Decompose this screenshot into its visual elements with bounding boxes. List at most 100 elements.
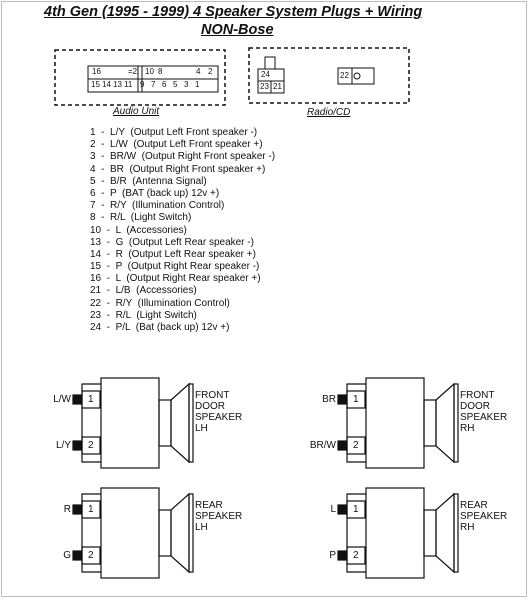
wire-label: P (329, 550, 336, 561)
speaker-cone (170, 382, 190, 464)
pin-label: 13 (113, 80, 122, 89)
connector-housing (346, 493, 366, 573)
page-subtitle: NON-Bose (201, 22, 274, 38)
pin-label: 16 (92, 67, 101, 76)
speaker-rim (188, 383, 194, 463)
speaker-rim (188, 493, 194, 573)
audio-unit-label: Audio Unit (113, 106, 160, 117)
pin-label: 10 (145, 67, 154, 76)
speaker-magnet (158, 509, 172, 557)
wire-label: G (63, 550, 71, 561)
connector-housing (81, 493, 101, 573)
pinout-line: 15 - P (Output Right Rear speaker -) (90, 261, 260, 273)
pinout-line: 3 - BR/W (Output Right Front speaker -) (90, 151, 276, 163)
pinout-legend: 1 - L/Y (Output Left Front speaker -)2 -… (90, 127, 275, 334)
pin-label: 4 (196, 67, 201, 76)
wire-label: R (63, 504, 71, 515)
radio-connector-right (337, 67, 375, 85)
pinout-line: 13 - G (Output Left Rear speaker -) (90, 236, 254, 248)
pin-label: 3 (184, 80, 189, 89)
radio-connector-key (264, 56, 276, 70)
terminal-marker (72, 394, 82, 405)
terminal-marker (72, 504, 82, 515)
audio-unit-outline (54, 49, 226, 106)
pinout-line: 7 - R/Y (Illumination Control) (90, 200, 225, 212)
radio-cd-outline (248, 47, 410, 104)
speaker-body (100, 487, 160, 579)
speaker-rim (453, 493, 459, 573)
speaker-name-line: REAR (195, 500, 223, 511)
pin-label: 8 (158, 67, 163, 76)
pinout-line: 4 - BR (Output Right Front speaker +) (90, 163, 266, 175)
speaker-magnet (423, 509, 437, 557)
speaker-name-line: REAR (460, 500, 488, 511)
pin-label: 9 (140, 80, 145, 89)
terminal-marker (337, 440, 347, 451)
pin-box (81, 436, 101, 455)
speaker-name-line: DOOR (460, 401, 490, 412)
pin-box (346, 436, 366, 455)
pin-number: 2 (88, 440, 94, 451)
speaker-name-line: RH (460, 423, 475, 434)
pinout-line: 14 - R (Output Left Rear speaker +) (90, 248, 256, 260)
pinout-line: 2 - L/W (Output Left Front speaker +) (90, 139, 263, 151)
speaker-body (100, 377, 160, 469)
pinout-line: 23 - R/L (Light Switch) (90, 309, 197, 321)
pin-label: 1 (195, 80, 200, 89)
terminal-marker (337, 550, 347, 561)
wire-label: BR/W (309, 440, 336, 451)
speaker-cone (435, 382, 455, 464)
pin-box (346, 390, 366, 409)
pinout-line: 1 - L/Y (Output Left Front speaker -) (90, 127, 258, 138)
pin-label: 7 (151, 80, 156, 89)
speaker-magnet (158, 399, 172, 447)
pin-box (81, 546, 101, 565)
speaker-name-line: LH (195, 522, 208, 533)
connector-housing (81, 383, 101, 463)
pin-label: 5 (173, 80, 178, 89)
pin-number: 2 (353, 550, 359, 561)
pinout-line: 10 - L (Accessories) (90, 224, 187, 236)
terminal-marker (72, 550, 82, 561)
pinout-line: 22 - R/Y (Illumination Control) (90, 297, 230, 309)
pin-box (81, 500, 101, 519)
pin-label: 6 (162, 80, 167, 89)
speaker-name-line: FRONT (460, 390, 495, 401)
speaker-body (365, 487, 425, 579)
pinout-line: 8 - R/L (Light Switch) (90, 212, 192, 224)
speaker-magnet (423, 399, 437, 447)
pin-label: 24 (261, 70, 270, 79)
speaker-name-line: SPEAKER (460, 412, 508, 423)
speaker-name-line: SPEAKER (460, 511, 508, 522)
speaker-name-line: RH (460, 522, 475, 533)
pin-box (81, 390, 101, 409)
wire-label: BR (322, 394, 336, 405)
pin-label: 22 (340, 71, 349, 80)
speaker-name-line: LH (195, 423, 208, 434)
pin-number: 2 (88, 550, 94, 561)
speaker-cone (435, 492, 455, 574)
pin-label: 14 (102, 80, 111, 89)
pin-number: 1 (88, 394, 94, 405)
pin-label: 2 (208, 67, 213, 76)
pin-number: 2 (353, 440, 359, 451)
speaker-body (365, 377, 425, 469)
terminal-marker (337, 394, 347, 405)
pin-label: 21 (273, 82, 282, 91)
pin-number: 1 (353, 504, 359, 515)
speaker-name-line: SPEAKER (195, 412, 243, 423)
pin-label: =2 (128, 67, 138, 76)
pinout-line: 16 - L (Output Right Rear speaker +) (90, 273, 261, 285)
radio-cd-label: Radio/CD (307, 107, 351, 118)
wire-label: L/W (53, 394, 71, 405)
wire-label: L/Y (55, 440, 71, 451)
pin-label: 23 (260, 82, 269, 91)
terminal-marker (72, 440, 82, 451)
wire-label: L (330, 504, 336, 515)
pin-number: 1 (88, 504, 94, 515)
pin-box (346, 500, 366, 519)
pinout-line: 21 - L/B (Accessories) (90, 285, 197, 297)
pin-label: 11 (124, 80, 133, 89)
pin-number: 1 (353, 394, 359, 405)
